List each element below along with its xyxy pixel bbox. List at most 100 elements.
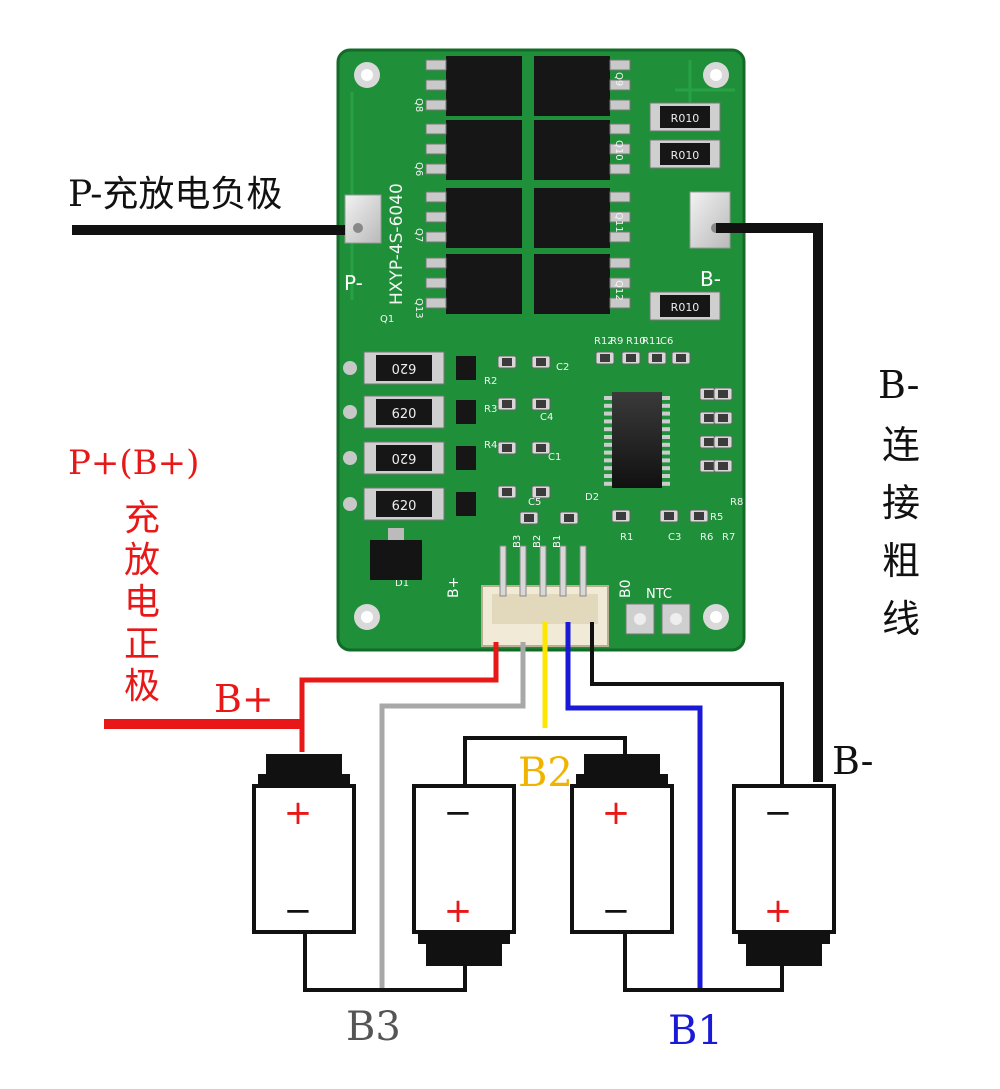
ic-pin	[662, 435, 670, 439]
ic-pin	[604, 411, 612, 416]
mosfet-lead	[425, 59, 447, 71]
cell-cap	[258, 774, 350, 786]
ic-pin	[604, 474, 612, 478]
b-minus-char: 粗	[882, 539, 920, 583]
ic-pin	[604, 466, 612, 471]
mosfet-designator: Q8	[413, 98, 424, 112]
battery-cell: −+	[732, 784, 836, 966]
ic-pin	[662, 458, 670, 463]
cell-terminal	[746, 944, 822, 966]
balance-resistor-label: 620	[392, 450, 417, 465]
p-plus-char: 电	[124, 582, 160, 623]
mosfet-lead	[609, 99, 631, 111]
link-cell2-cell3-top	[463, 736, 627, 786]
b-plus-balance-wire	[299, 642, 499, 752]
component-designator: R5	[710, 512, 723, 523]
cell-cap	[418, 932, 510, 944]
component-designator: R3	[484, 404, 497, 415]
mosfet-body	[446, 56, 522, 116]
component-designator: R6	[700, 532, 713, 543]
b-minus-thick-wire	[716, 223, 823, 782]
link-cell1-cell2-bottom	[303, 930, 467, 992]
mosfet-designator: Q6	[413, 162, 424, 176]
b-plus-label: B+	[214, 677, 274, 721]
battery-cell: +−	[252, 754, 356, 934]
component-designator: C6	[660, 336, 673, 347]
test-pad	[343, 497, 357, 511]
component-designator: D2	[585, 492, 599, 503]
b-minus-char: 连	[882, 423, 920, 467]
cell-top-polarity: +	[284, 793, 313, 833]
ic-pin	[604, 458, 612, 463]
ic-pin	[604, 419, 612, 424]
mosfet-lead	[609, 79, 631, 91]
component-designator: R2	[484, 376, 497, 387]
mosfet-designator: Q11	[613, 212, 624, 233]
p-plus-char: 正	[124, 624, 160, 665]
mosfet-lead	[425, 143, 447, 155]
b-minus-char: 线	[882, 597, 920, 641]
mosfet-designator: Q7	[413, 228, 424, 242]
cell-terminal	[426, 944, 502, 966]
pad-label-b0: B0	[618, 579, 634, 598]
mosfet-lead	[609, 123, 631, 135]
battery-cells: +−−++−−+	[252, 754, 836, 966]
p-minus-label: P-充放电负极	[68, 174, 282, 215]
pin-label-b3: B3	[512, 535, 523, 548]
mosfet-lead	[425, 297, 447, 309]
pad-label-b-plus: B+	[446, 577, 462, 598]
test-pad	[343, 451, 357, 465]
mosfet-lead	[425, 79, 447, 91]
ic-pin	[604, 442, 612, 447]
p-plus-char: 放	[124, 540, 160, 581]
shunt-resistor-label: R010	[671, 301, 700, 314]
component-designator: R7	[722, 532, 735, 543]
b-minus-char: 接	[882, 481, 920, 525]
b2-label: B2	[518, 750, 573, 796]
b-minus-balance-wire	[590, 622, 784, 786]
mosfet-lead	[609, 277, 631, 289]
p-minus-pad-label: P-	[344, 271, 363, 295]
mosfet-body	[534, 254, 610, 314]
mosfet-designator: Q12	[613, 280, 624, 301]
pin-label-b1: B1	[552, 535, 563, 548]
mosfet-body	[446, 188, 522, 248]
ntc-label: NTC	[646, 587, 672, 602]
mosfet-lead	[425, 211, 447, 223]
shunt-resistor-label: R010	[671, 149, 700, 162]
ic-pin	[604, 427, 612, 432]
b1-balance-wire	[565, 622, 703, 990]
ic-pin	[662, 427, 670, 432]
component-designator: R1	[620, 532, 633, 543]
mosfet-lead	[609, 231, 631, 243]
mosfet-lead	[425, 277, 447, 289]
mosfet-lead	[609, 211, 631, 223]
cell-bottom-polarity: −	[602, 891, 631, 931]
cell-cap	[738, 932, 830, 944]
cell-body	[570, 784, 674, 934]
mosfet-lead	[425, 231, 447, 243]
component-designator: R10	[626, 336, 646, 347]
cell-top-polarity: −	[444, 793, 473, 833]
cell-top-polarity: −	[764, 793, 793, 833]
mosfet-designator: Q9	[613, 72, 624, 86]
ic-pin	[662, 481, 670, 486]
ic-pin	[604, 403, 612, 408]
mosfet-lead	[609, 163, 631, 175]
b3-balance-wire	[379, 642, 526, 990]
ic-pin	[662, 396, 670, 400]
annotations: P-充放电负极 P+(B+) 充 放 电 正 极 B- 连 接 粗 线 B+ B…	[68, 174, 920, 1054]
ic-pin	[662, 466, 670, 471]
mosfet-lead	[609, 143, 631, 155]
transistor-d1	[370, 540, 422, 580]
mosfet-lead	[609, 191, 631, 203]
b1-label: B1	[668, 1008, 723, 1054]
component-designator: R4	[484, 440, 497, 451]
component-designator: C3	[668, 532, 681, 543]
ic-pin	[662, 450, 670, 455]
ic-pin	[604, 396, 612, 400]
mosfet-lead	[425, 191, 447, 203]
